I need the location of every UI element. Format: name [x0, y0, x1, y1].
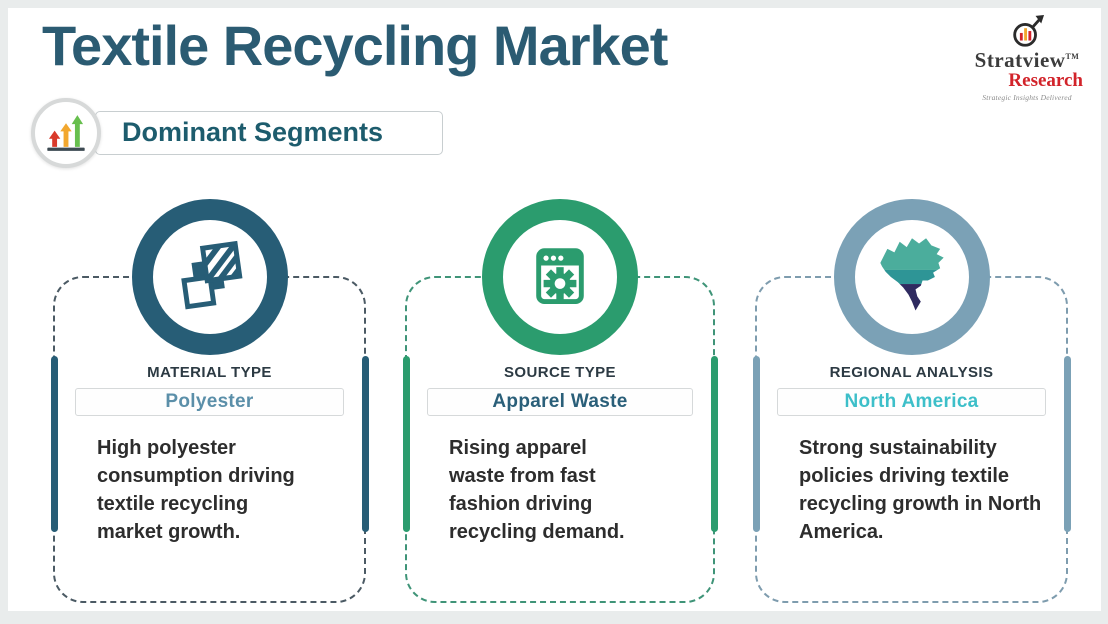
growth-arrows-icon: [31, 98, 101, 168]
accent-bar-left: [402, 356, 410, 532]
card-description: High polyester consumption driving texti…: [97, 437, 295, 543]
card-source-type: SOURCE TYPE Apparel Waste Rising apparel…: [402, 199, 718, 603]
card-description: Rising apparel waste from fast fashion d…: [449, 437, 625, 543]
card-label: SOURCE TYPE: [504, 364, 616, 381]
card-value-box: North America: [777, 388, 1046, 416]
fabric-swatches-icon: [131, 199, 288, 355]
magnifier-chart-icon: [1013, 14, 1045, 47]
badge-label: Dominant Segments: [122, 117, 384, 147]
accent-bar-left: [50, 356, 58, 532]
card-label: REGIONAL ANALYSIS: [829, 364, 994, 381]
accent-bar-right: [1063, 356, 1071, 532]
browser-gear-icon: [482, 199, 638, 355]
dominant-segments-badge: Dominant Segments: [95, 111, 443, 155]
accent-bar-left: [752, 356, 760, 532]
card-value: Apparel Waste: [492, 391, 628, 412]
card-value-box: Polyester: [75, 388, 344, 416]
logo-tagline: Strategic Insights Delivered: [982, 93, 1072, 102]
trademark-symbol: TM: [1065, 52, 1080, 61]
card-value-box: Apparel Waste: [427, 388, 693, 416]
growth-arrows-svg: [47, 115, 85, 151]
page-title: Textile Recycling Market: [42, 14, 668, 77]
logo-brand-top: StratviewTM: [974, 48, 1080, 72]
accent-bar-right: [361, 356, 369, 532]
stratview-research-logo: StratviewTM Research Strategic Insights …: [963, 14, 1091, 102]
north-america-map-icon: [833, 199, 990, 355]
card-description: Strong sustainability policies driving t…: [799, 437, 1042, 543]
accent-bar-right: [710, 356, 718, 532]
logo-brand-bottom: Research: [1008, 70, 1083, 91]
card-value: Polyester: [165, 391, 254, 412]
card-label: MATERIAL TYPE: [147, 364, 272, 381]
card-value: North America: [844, 391, 979, 412]
card-material-type: MATERIAL TYPE Polyester High polyester c…: [50, 199, 369, 603]
card-regional-analysis: REGIONAL ANALYSIS North America Strong s…: [752, 199, 1071, 603]
